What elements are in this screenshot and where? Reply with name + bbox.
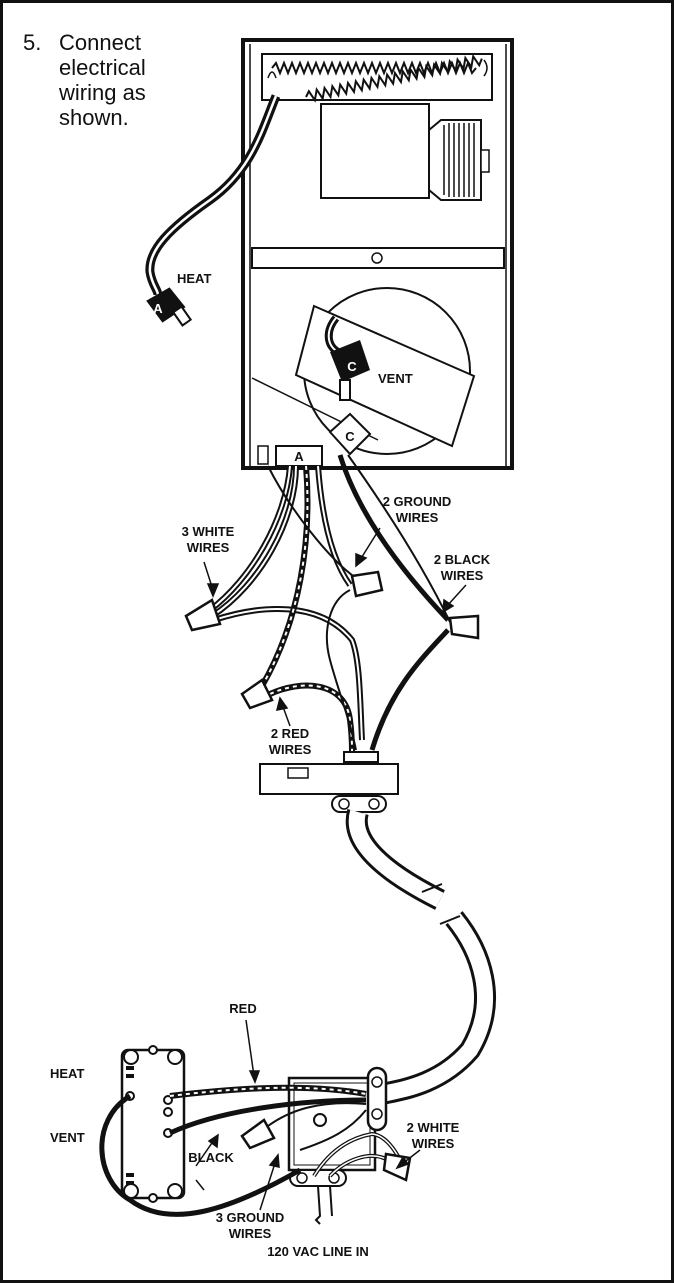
heater-housing: C A	[241, 38, 514, 470]
tag-a-heat-plug: A	[153, 301, 163, 316]
label-3-ground-wires-1: 3 GROUND	[216, 1210, 285, 1225]
c-junction: C	[328, 412, 372, 456]
label-2-white-wires-2: WIRES	[412, 1136, 455, 1151]
vent-plug-c: C	[324, 315, 370, 401]
label-red: RED	[229, 1001, 256, 1016]
motor-coil	[428, 119, 482, 201]
label-2-ground-wires-1: 2 GROUND	[383, 494, 452, 509]
label-heat-top: HEAT	[177, 271, 211, 286]
cable-connector	[259, 751, 399, 813]
label-2-black-wires-1: 2 BLACK	[434, 552, 491, 567]
fan-cover-plate	[294, 304, 476, 448]
label-2-red-wires-2: WIRES	[269, 742, 312, 757]
label-vent-switch: VENT	[50, 1130, 85, 1145]
wire-nut-white-3	[184, 598, 222, 632]
heating-coil	[271, 53, 483, 103]
label-heat-switch: HEAT	[50, 1066, 84, 1081]
wall-switch	[120, 1045, 186, 1203]
switch-wires	[99, 1084, 402, 1225]
step-instruction: Connect electrical wiring as shown.	[59, 30, 146, 130]
motor-body	[320, 103, 430, 199]
label-2-white-wires-1: 2 WHITE	[407, 1120, 460, 1135]
wire-nut-red-2	[240, 678, 274, 710]
tag-c-vent-plug: C	[347, 359, 357, 374]
tag-c-box: C	[345, 429, 355, 444]
wire-nut-ground-2	[350, 570, 384, 598]
label-vent-top: VENT	[378, 371, 413, 386]
wire-nut-ground-3	[240, 1118, 276, 1150]
label-black: BLACK	[188, 1150, 234, 1165]
label-2-red-wires-1: 2 RED	[271, 726, 309, 741]
step-number: 5.	[23, 30, 42, 55]
label-line-in: 120 VAC LINE IN	[267, 1244, 369, 1259]
wire-nut-black-2	[448, 614, 480, 640]
label-3-white-wires-1: 3 WHITE	[182, 524, 235, 539]
a-junction-block: A	[275, 445, 323, 467]
label-2-ground-wires-2: WIRES	[396, 510, 439, 525]
tag-a-block: A	[294, 449, 304, 464]
heat-cord	[145, 94, 281, 296]
heat-plug-a: A	[146, 287, 193, 327]
supply-cable	[345, 808, 496, 1105]
housing-wires	[208, 454, 451, 753]
screw-hole	[371, 252, 383, 264]
label-3-ground-wires-2: WIRES	[229, 1226, 272, 1241]
label-2-black-wires-2: WIRES	[441, 568, 484, 583]
label-3-white-wires-2: WIRES	[187, 540, 230, 555]
pointer-arrows	[203, 527, 467, 727]
bottom-arrows	[195, 1019, 421, 1211]
